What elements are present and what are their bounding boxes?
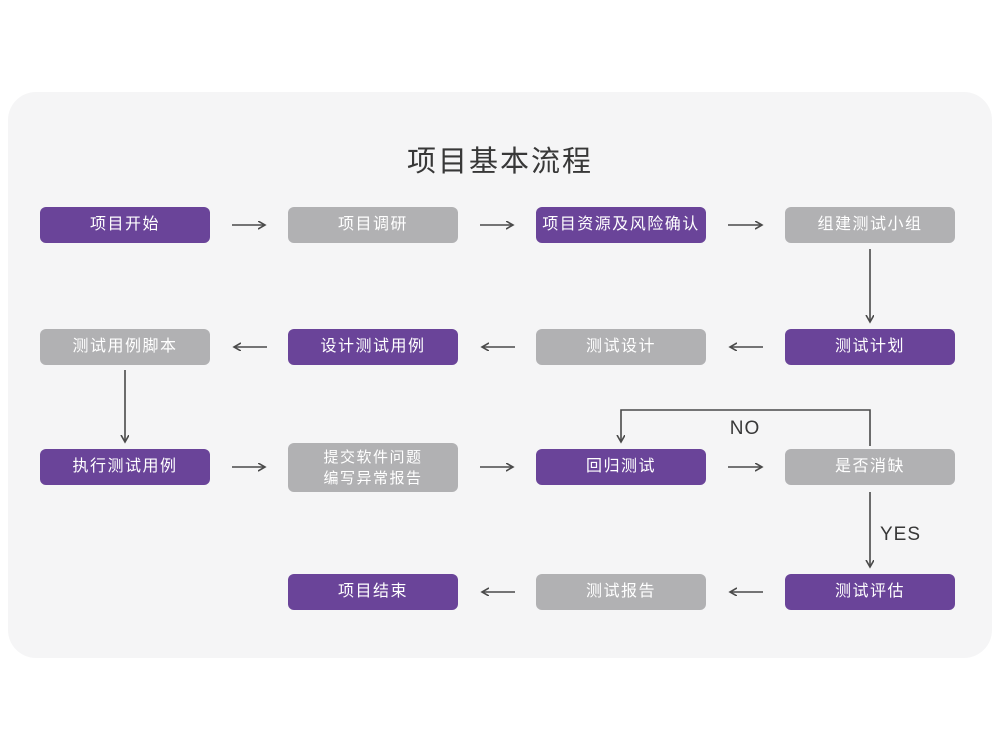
flow-node-project-start: 项目开始: [40, 207, 210, 243]
flowchart-card-background: [8, 92, 992, 658]
flow-node-test-plan: 测试计划: [785, 329, 955, 365]
flow-node-resource-risk-confirm: 项目资源及风险确认: [536, 207, 706, 243]
flow-node-submit-issues: 提交软件问题 编写异常报告: [288, 443, 458, 492]
flow-node-project-research: 项目调研: [288, 207, 458, 243]
flow-node-regression-test: 回归测试: [536, 449, 706, 485]
flow-node-defect-cleared: 是否消缺: [785, 449, 955, 485]
flow-node-test-case-script: 测试用例脚本: [40, 329, 210, 365]
flow-node-project-end: 项目结束: [288, 574, 458, 610]
page-title: 项目基本流程: [406, 146, 593, 178]
flow-node-submit-issues-line1: 提交软件问题: [323, 448, 423, 466]
flow-node-test-report: 测试报告: [536, 574, 706, 610]
flow-node-build-test-team: 组建测试小组: [785, 207, 955, 243]
flow-node-test-design: 测试设计: [536, 329, 706, 365]
flow-node-test-evaluation: 测试评估: [785, 574, 955, 610]
flow-node-run-test-case: 执行测试用例: [40, 449, 210, 485]
flow-node-submit-issues-line2: 编写异常报告: [323, 469, 423, 487]
flow-node-design-test-case: 设计测试用例: [288, 329, 458, 365]
